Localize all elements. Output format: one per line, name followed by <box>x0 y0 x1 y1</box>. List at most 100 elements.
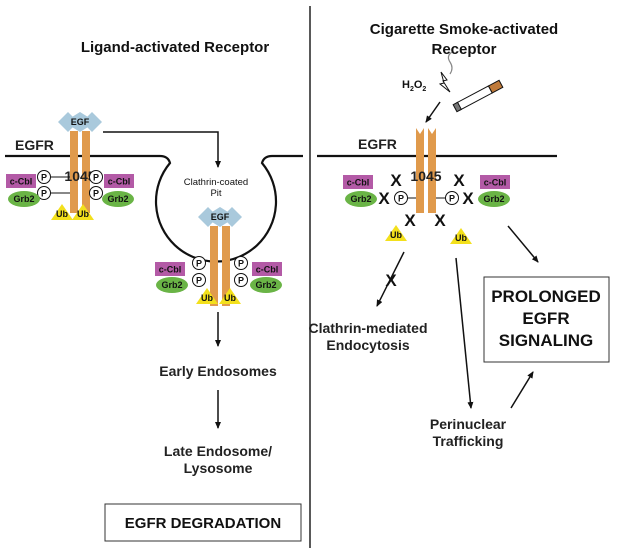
receptor-chain-left <box>210 226 218 306</box>
arrow-trafficking-to-signaling <box>510 371 534 409</box>
arrow-to-trafficking <box>455 257 474 409</box>
cbl-box <box>343 175 373 189</box>
early-endosomes: Early Endosomes <box>159 363 277 379</box>
cbl-label: c-Cbl <box>10 177 33 187</box>
ub-label: Ub <box>390 230 402 240</box>
grb2-label: Grb2 <box>350 194 371 204</box>
phospho-site <box>192 256 206 270</box>
smoke-icon <box>447 51 453 75</box>
block-x: X <box>390 171 402 190</box>
endocytosis-2: Endocytosis <box>326 337 409 353</box>
right-egfr-label: EGFR <box>358 136 397 152</box>
egf-label-pit: EGF <box>211 212 230 222</box>
late-endosome-1: Late Endosome/ <box>164 443 272 459</box>
phospho-label: P <box>238 276 244 286</box>
grb2-ellipse <box>156 277 188 293</box>
ub-triangle <box>72 204 94 220</box>
cbl-label: c-Cbl <box>484 178 507 188</box>
phospho-label: P <box>93 189 99 199</box>
block-x: X <box>378 189 390 208</box>
cbl-label: c-Cbl <box>347 178 370 188</box>
phospho-label: P <box>398 194 404 204</box>
ub-label: Ub <box>201 293 213 303</box>
cbl-box <box>104 174 134 188</box>
smoke-receptor: 1045 c-Cbl Grb2 X X P c-Cbl Grb2 X X P X… <box>343 128 510 244</box>
block-x: X <box>453 171 465 190</box>
receptor-chain-right <box>428 128 436 213</box>
ub-triangle <box>385 225 407 241</box>
late-endosome-2: Lysosome <box>184 460 253 476</box>
grb2-label: Grb2 <box>107 194 128 204</box>
phospho-label: P <box>449 194 455 204</box>
surface-receptor: EGF 1045 P P c-Cbl Grb2 P P c-Cbl Grb2 U… <box>6 112 134 220</box>
grb2-ellipse <box>102 191 134 207</box>
receptor-chain-right <box>222 226 230 306</box>
phospho-site <box>192 273 206 287</box>
left-membrane <box>5 154 303 263</box>
block-x: X <box>462 189 474 208</box>
ub-label: Ub <box>455 233 467 243</box>
ub-label: Ub <box>77 209 89 219</box>
receptor-chain-left <box>70 131 78 213</box>
egf-label-surface: EGF <box>71 117 90 127</box>
ub-label: Ub <box>56 209 68 219</box>
arrow-to-endocytosis <box>376 251 405 307</box>
cbl-box <box>155 262 185 276</box>
grb2-ellipse <box>478 191 510 207</box>
right-title-2: Receptor <box>431 41 496 58</box>
phospho-label: P <box>196 259 202 269</box>
receptor-chain-right <box>82 131 90 213</box>
left-title: Ligand-activated Receptor <box>81 39 270 56</box>
endocytosis-1: Clathrin-mediated <box>308 320 427 336</box>
degradation-box <box>104 503 302 542</box>
h2o2-label: H2O2 <box>402 79 426 93</box>
ub-label: Ub <box>224 293 236 303</box>
grb2-ellipse <box>345 191 377 207</box>
egf-diamond-left <box>58 112 78 132</box>
degradation-label: EGFR DEGRADATION <box>125 515 281 532</box>
cbl-box <box>480 175 510 189</box>
phospho-label: P <box>41 173 47 183</box>
pit-receptor: EGF P P P P c-Cbl Grb2 c-Cbl Grb2 Ub Ub <box>155 207 282 306</box>
cbl-label: c-Cbl <box>159 265 182 275</box>
phospho-label: P <box>93 173 99 183</box>
grb2-label: Grb2 <box>483 194 504 204</box>
lightning-icon <box>438 71 451 93</box>
trafficking-2: Trafficking <box>433 433 504 449</box>
block-x: X <box>404 211 416 230</box>
arrow-to-signaling <box>507 225 539 263</box>
arrow-smoke-to-receptor <box>425 101 441 123</box>
trafficking-1: Perinuclear <box>430 416 507 432</box>
grb2-ellipse <box>8 191 40 207</box>
phospho-label: P <box>41 189 47 199</box>
phospho-site <box>89 170 103 184</box>
grb2-label: Grb2 <box>13 194 34 204</box>
phospho-site <box>89 186 103 200</box>
grb2-ellipse <box>250 277 282 293</box>
grb2-label: Grb2 <box>161 280 182 290</box>
signaling-1: PROLONGED <box>491 287 601 306</box>
egf-diamond-right <box>82 112 102 132</box>
grb2-label: Grb2 <box>255 280 276 290</box>
ub-triangle <box>51 204 73 220</box>
left-egfr-label: EGFR <box>15 137 54 153</box>
cigarette-icon <box>452 79 504 113</box>
ub-triangle <box>219 288 241 304</box>
residue-1045-right: 1045 <box>410 168 441 184</box>
arrow-to-pit <box>103 131 221 168</box>
receptor-chain-left <box>416 128 424 213</box>
signaling-box <box>483 276 610 363</box>
residue-1045-left: 1045 <box>64 168 95 184</box>
phospho-label: P <box>238 259 244 269</box>
cbl-box <box>6 174 36 188</box>
egf-ligand-pit <box>204 207 236 227</box>
cbl-label: c-Cbl <box>256 265 279 275</box>
signaling-3: SIGNALING <box>499 331 593 350</box>
cbl-box <box>252 262 282 276</box>
cbl-label: c-Cbl <box>108 177 131 187</box>
pit-label-2: Pit <box>210 188 221 199</box>
signaling-2: EGFR <box>522 309 569 328</box>
block-x-endocytosis: X <box>385 271 397 290</box>
ub-triangle <box>196 288 218 304</box>
